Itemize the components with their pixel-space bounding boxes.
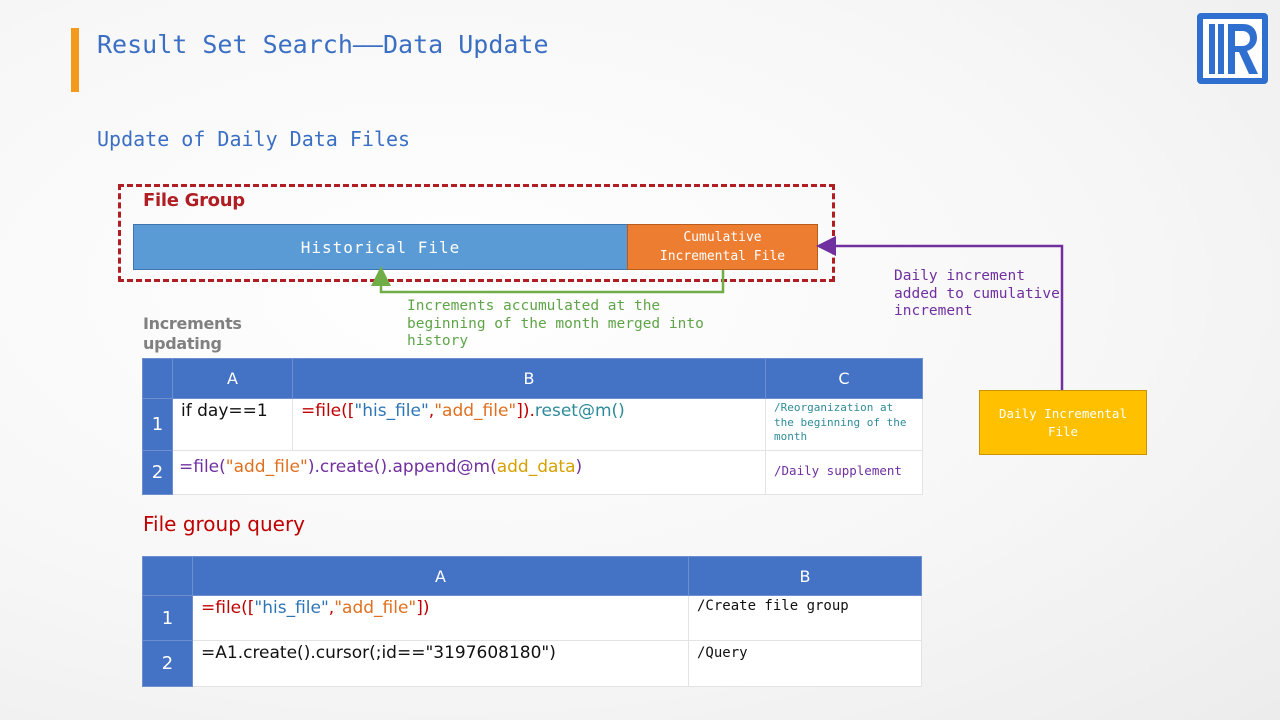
cell-b1-code: =file(["his_file","add_file"]).reset@m() bbox=[301, 401, 625, 421]
section-subtitle: Update of Daily Data Files bbox=[97, 127, 411, 151]
row-number-2[interactable]: 2 bbox=[142, 640, 193, 687]
column-header-c[interactable]: C bbox=[765, 358, 923, 399]
cumulative-file-label-line1: Cumulative bbox=[683, 230, 762, 245]
historical-file-label: Historical File bbox=[300, 237, 461, 257]
historical-file-block: Historical File bbox=[133, 224, 628, 270]
raqsoft-logo-icon bbox=[1197, 13, 1268, 84]
cell-a1[interactable]: =file(["his_file","add_file"]) bbox=[192, 595, 689, 641]
corner-cell bbox=[142, 358, 173, 399]
cell-c1-comment: /Reorganization at the beginning of the … bbox=[774, 401, 907, 443]
cell-b1-comment: /Create file group bbox=[697, 598, 849, 614]
cell-c2-comment: /Daily supplement bbox=[774, 463, 902, 478]
column-header-b[interactable]: B bbox=[292, 358, 766, 399]
cell-c1[interactable]: /Reorganization at the beginning of the … bbox=[765, 398, 923, 451]
title-accent-bar bbox=[71, 28, 79, 92]
cumulative-file-label-line2: Incremental File bbox=[659, 249, 786, 264]
cell-b1[interactable]: /Create file group bbox=[688, 595, 922, 641]
cell-a2-code: =A1.create().cursor(;id=="3197608180") bbox=[201, 643, 556, 663]
column-header-b[interactable]: B bbox=[688, 556, 922, 596]
column-header-a[interactable]: A bbox=[172, 358, 293, 399]
daily-incremental-label-line1: Daily Incremental bbox=[999, 405, 1127, 421]
cell-a2-code: =file("add_file").create().append@m(add_… bbox=[179, 457, 583, 477]
row-number-2[interactable]: 2 bbox=[142, 450, 173, 495]
query-code-table: A B 1 =file(["his_file","add_file"]) /Cr… bbox=[142, 556, 922, 687]
cell-a1[interactable]: if day==1 bbox=[172, 398, 293, 451]
increments-code-table: A B C 1 if day==1 =file(["his_file","add… bbox=[142, 358, 923, 495]
cell-b2[interactable]: /Query bbox=[688, 640, 922, 687]
row-number-1[interactable]: 1 bbox=[142, 595, 193, 641]
cumulative-file-block: Cumulative Incremental File bbox=[627, 224, 818, 270]
file-group-label: File Group bbox=[143, 190, 245, 211]
cell-b2-comment: /Query bbox=[697, 645, 748, 661]
corner-cell bbox=[142, 556, 193, 596]
column-header-a[interactable]: A bbox=[192, 556, 689, 596]
row-number-1[interactable]: 1 bbox=[142, 398, 173, 451]
cell-a2[interactable]: =A1.create().cursor(;id=="3197608180") bbox=[192, 640, 689, 687]
cell-a2[interactable]: =file("add_file").create().append@m(add_… bbox=[172, 450, 766, 495]
file-group-query-label: File group query bbox=[143, 512, 306, 536]
cell-c2[interactable]: /Daily supplement bbox=[765, 450, 923, 495]
increments-updating-label: Increments updating bbox=[143, 314, 242, 353]
slide-title: Result Set Search——Data Update bbox=[97, 30, 549, 59]
cell-a1-code: if day==1 bbox=[181, 401, 268, 421]
cell-a1-code: =file(["his_file","add_file"]) bbox=[201, 598, 430, 618]
daily-incremental-file-block: Daily Incremental File bbox=[979, 390, 1147, 455]
daily-added-note: Daily increment added to cumulative incr… bbox=[894, 268, 1060, 319]
cell-b1[interactable]: =file(["his_file","add_file"]).reset@m() bbox=[292, 398, 766, 451]
merge-note: Increments accumulated at the beginning … bbox=[407, 298, 704, 349]
daily-incremental-label-line2: File bbox=[1047, 423, 1079, 439]
